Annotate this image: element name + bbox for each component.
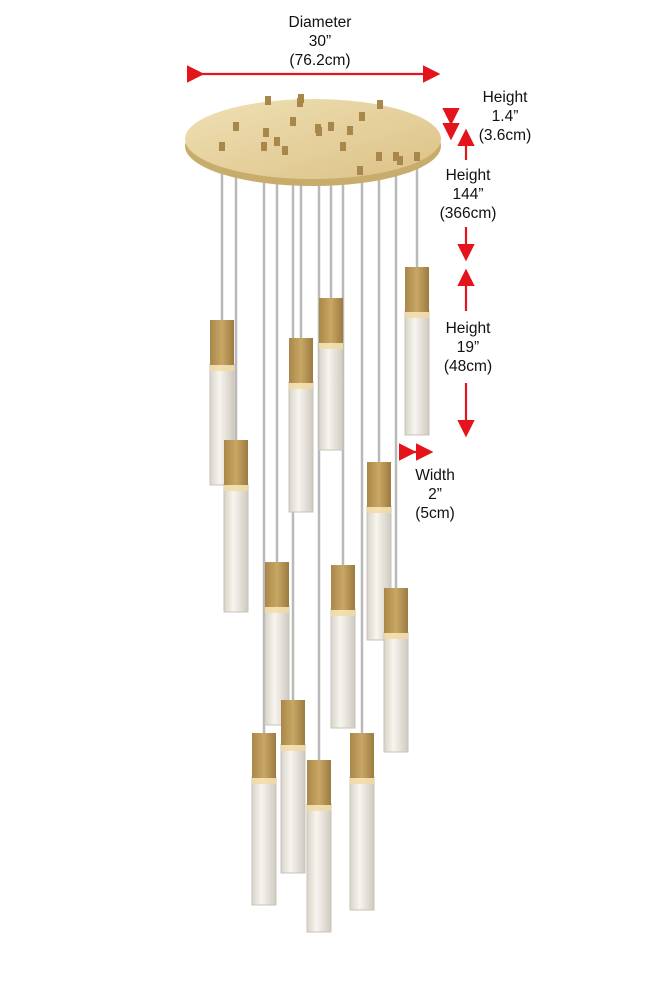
pendant-width-cm: (5cm)	[415, 505, 455, 522]
canopy-height-cm: (3.6cm)	[478, 127, 532, 144]
overall-height-inches: 144”	[452, 186, 484, 203]
suspension-wires	[220, 102, 419, 760]
crystal-pendant	[383, 588, 409, 753]
canopy-port	[290, 117, 296, 126]
overall-height-label: Height 144” (366cm)	[428, 166, 508, 223]
crystal-pendant	[280, 700, 306, 874]
crystal-pendant	[288, 338, 314, 513]
canopy-port	[282, 146, 288, 155]
canopy-port	[376, 152, 382, 161]
overall-height-title: Height	[445, 167, 491, 184]
crystal-pendant	[330, 565, 356, 729]
crystal-pendant	[349, 733, 375, 911]
dimension-arrows	[186, 65, 475, 461]
canopy-port	[347, 126, 353, 135]
crystal-pendant	[251, 733, 277, 906]
canopy-port	[377, 100, 383, 109]
diameter-cm: (76.2cm)	[289, 52, 351, 69]
crystal-pendant	[404, 267, 430, 436]
crystal-pendant	[223, 440, 249, 613]
canopy-port	[261, 142, 267, 151]
crystal-pendant	[318, 298, 344, 451]
diameter-title: Diameter	[288, 14, 352, 31]
canopy-port	[263, 128, 269, 137]
overall-height-cm: (366cm)	[439, 205, 497, 222]
canopy-port	[219, 142, 225, 151]
canopy-port	[315, 124, 321, 133]
diameter-inches: 30”	[308, 33, 332, 50]
canopy-height-title: Height	[482, 89, 528, 106]
crystal-pendant	[306, 760, 332, 933]
pendant-height-label: Height 19” (48cm)	[432, 319, 504, 376]
canopy-ports	[219, 94, 420, 175]
canopy-port	[274, 137, 280, 146]
canopy-port	[328, 122, 334, 131]
pendant-width-title: Width	[415, 467, 455, 484]
pendant-height-inches: 19”	[456, 339, 480, 356]
pendant-height-title: Height	[445, 320, 491, 337]
canopy-port	[297, 98, 303, 107]
canopy-port	[359, 112, 365, 121]
canopy-port	[357, 166, 363, 175]
canopy-port	[340, 142, 346, 151]
pendant-width-inches: 2”	[428, 486, 442, 503]
canopy-port	[414, 152, 420, 161]
canopy-port	[397, 156, 403, 165]
pendants	[209, 267, 430, 933]
canopy-port	[233, 122, 239, 131]
canopy-height-label: Height 1.4” (3.6cm)	[470, 88, 540, 145]
canopy-height-inches: 1.4”	[491, 108, 519, 125]
pendant-width-label: Width 2” (5cm)	[405, 466, 465, 523]
diameter-label: Diameter 30” (76.2cm)	[270, 13, 370, 70]
pendant-height-cm: (48cm)	[443, 358, 493, 375]
canopy-port	[393, 152, 399, 161]
canopy-port	[265, 96, 271, 105]
